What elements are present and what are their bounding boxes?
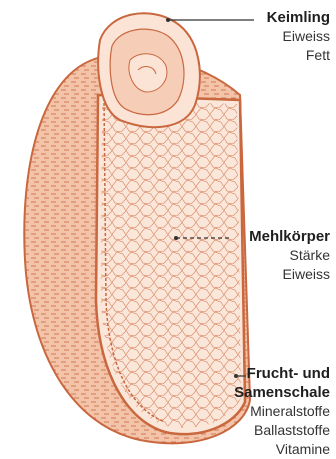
label-mehlkoerper: Mehlkörper Stärke Eiweiss: [249, 227, 330, 284]
frucht-item: Mineralstoffe: [234, 402, 330, 421]
frucht-item: Ballaststoffe: [234, 421, 330, 440]
label-keimling: Keimling Eiweiss Fett: [267, 8, 330, 65]
mehlkoerper-title: Mehlkörper: [249, 227, 330, 246]
frucht-title-line1: Frucht- und: [234, 364, 330, 383]
keimling-item: Eiweiss: [267, 27, 330, 46]
keimling-title: Keimling: [267, 8, 330, 27]
grain-diagram: Keimling Eiweiss Fett Mehlkörper Stärke …: [0, 0, 336, 445]
mehlkoerper-item: Stärke: [249, 246, 330, 265]
frucht-title-line2: Samenschale: [234, 383, 330, 402]
keimling-item: Fett: [267, 46, 330, 65]
frucht-item: Vitamine: [234, 440, 330, 459]
mehlkoerper-item: Eiweiss: [249, 265, 330, 284]
